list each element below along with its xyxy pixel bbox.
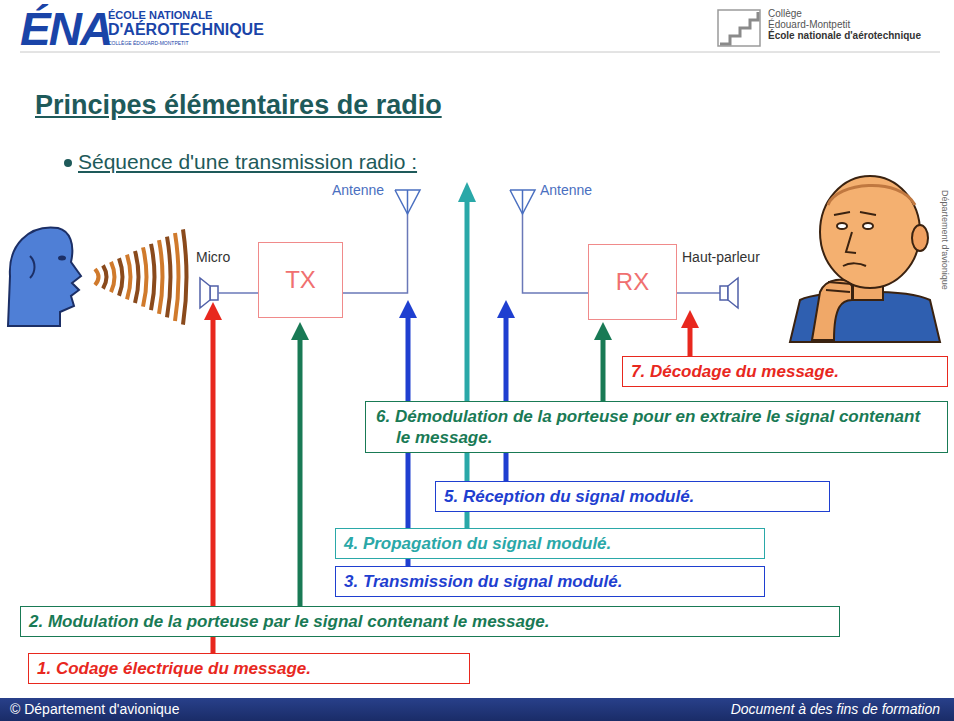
node-text: 5. Réception du signal modulé. [444,487,694,506]
transmitter-box: TX [258,242,343,318]
sound-wave [135,251,139,303]
step-callout: 6. Démodulation de la porteuse pour en e… [365,401,948,453]
header-rule [20,52,940,53]
school-logo-text: ÉCOLE NATIONALE [108,9,212,21]
sound-wave [167,237,171,318]
node-text: 6. Démodulation de la porteuse pour en e… [376,407,920,447]
step-callout: 2. Modulation de la porteuse par le sign… [20,606,840,637]
school-logo-text: COLLÈGE ÉDOUARD-MONTPETIT [108,40,189,46]
step-callout: 5. Réception du signal modulé. [435,481,830,512]
sound-wave [111,262,115,292]
school-logo-text: ÉNA [20,2,111,56]
step-callout: 4. Propagation du signal modulé. [335,528,765,559]
sound-wave [95,269,99,285]
antenna-label: Antenne [540,182,592,198]
microphone-symbol [200,278,218,308]
step-callout: 3. Transmission du signal modulé. [335,566,765,597]
sound-wave [119,258,123,296]
bullet-text: Séquence d'une transmission radio : [78,150,417,174]
node-text: 3. Transmission du signal modulé. [344,572,622,591]
watermark-text: Département d'avionique [940,190,950,290]
step-callout: 7. Décodage du message. [622,356,948,387]
node-text: TX [285,266,316,294]
college-logo-text: Édouard-Montpetit [768,19,850,30]
speaking-head [8,228,81,326]
component-label: Micro [196,249,230,265]
sound-wave [127,255,131,300]
bullet-dot [64,159,72,167]
college-logo-text: École nationale d'aérotechnique [768,30,921,41]
listening-man [790,176,940,342]
node-text: 7. Décodage du message. [631,362,839,381]
slide-title: Principes élémentaires de radio [35,90,442,121]
college-logo-text: Collège [768,8,802,19]
receiver-box: RX [588,244,677,320]
sound-wave [183,229,187,324]
footer-text: © Département d'avionique [10,701,179,717]
sound-wave [143,247,147,306]
sound-waves [95,229,187,324]
antenna-label: Antenne [332,182,384,198]
sound-wave [151,244,155,310]
sound-wave [103,265,107,288]
loudspeaker-symbol [720,278,738,308]
step-callout: 1. Codage électrique du message. [28,653,470,684]
component-label: Haut-parleur [682,249,760,265]
sound-wave [159,240,163,314]
footer-text: Document à des fins de formation [731,701,940,717]
college-logo-icon [718,10,760,46]
node-text: 1. Codage électrique du message. [37,659,311,678]
node-text: RX [616,268,649,296]
school-logo-text: D'AÉROTECHNIQUE [108,21,264,39]
sound-wave [175,233,179,321]
node-text: 4. Propagation du signal modulé. [344,534,611,553]
node-text: 2. Modulation de la porteuse par le sign… [29,612,550,631]
